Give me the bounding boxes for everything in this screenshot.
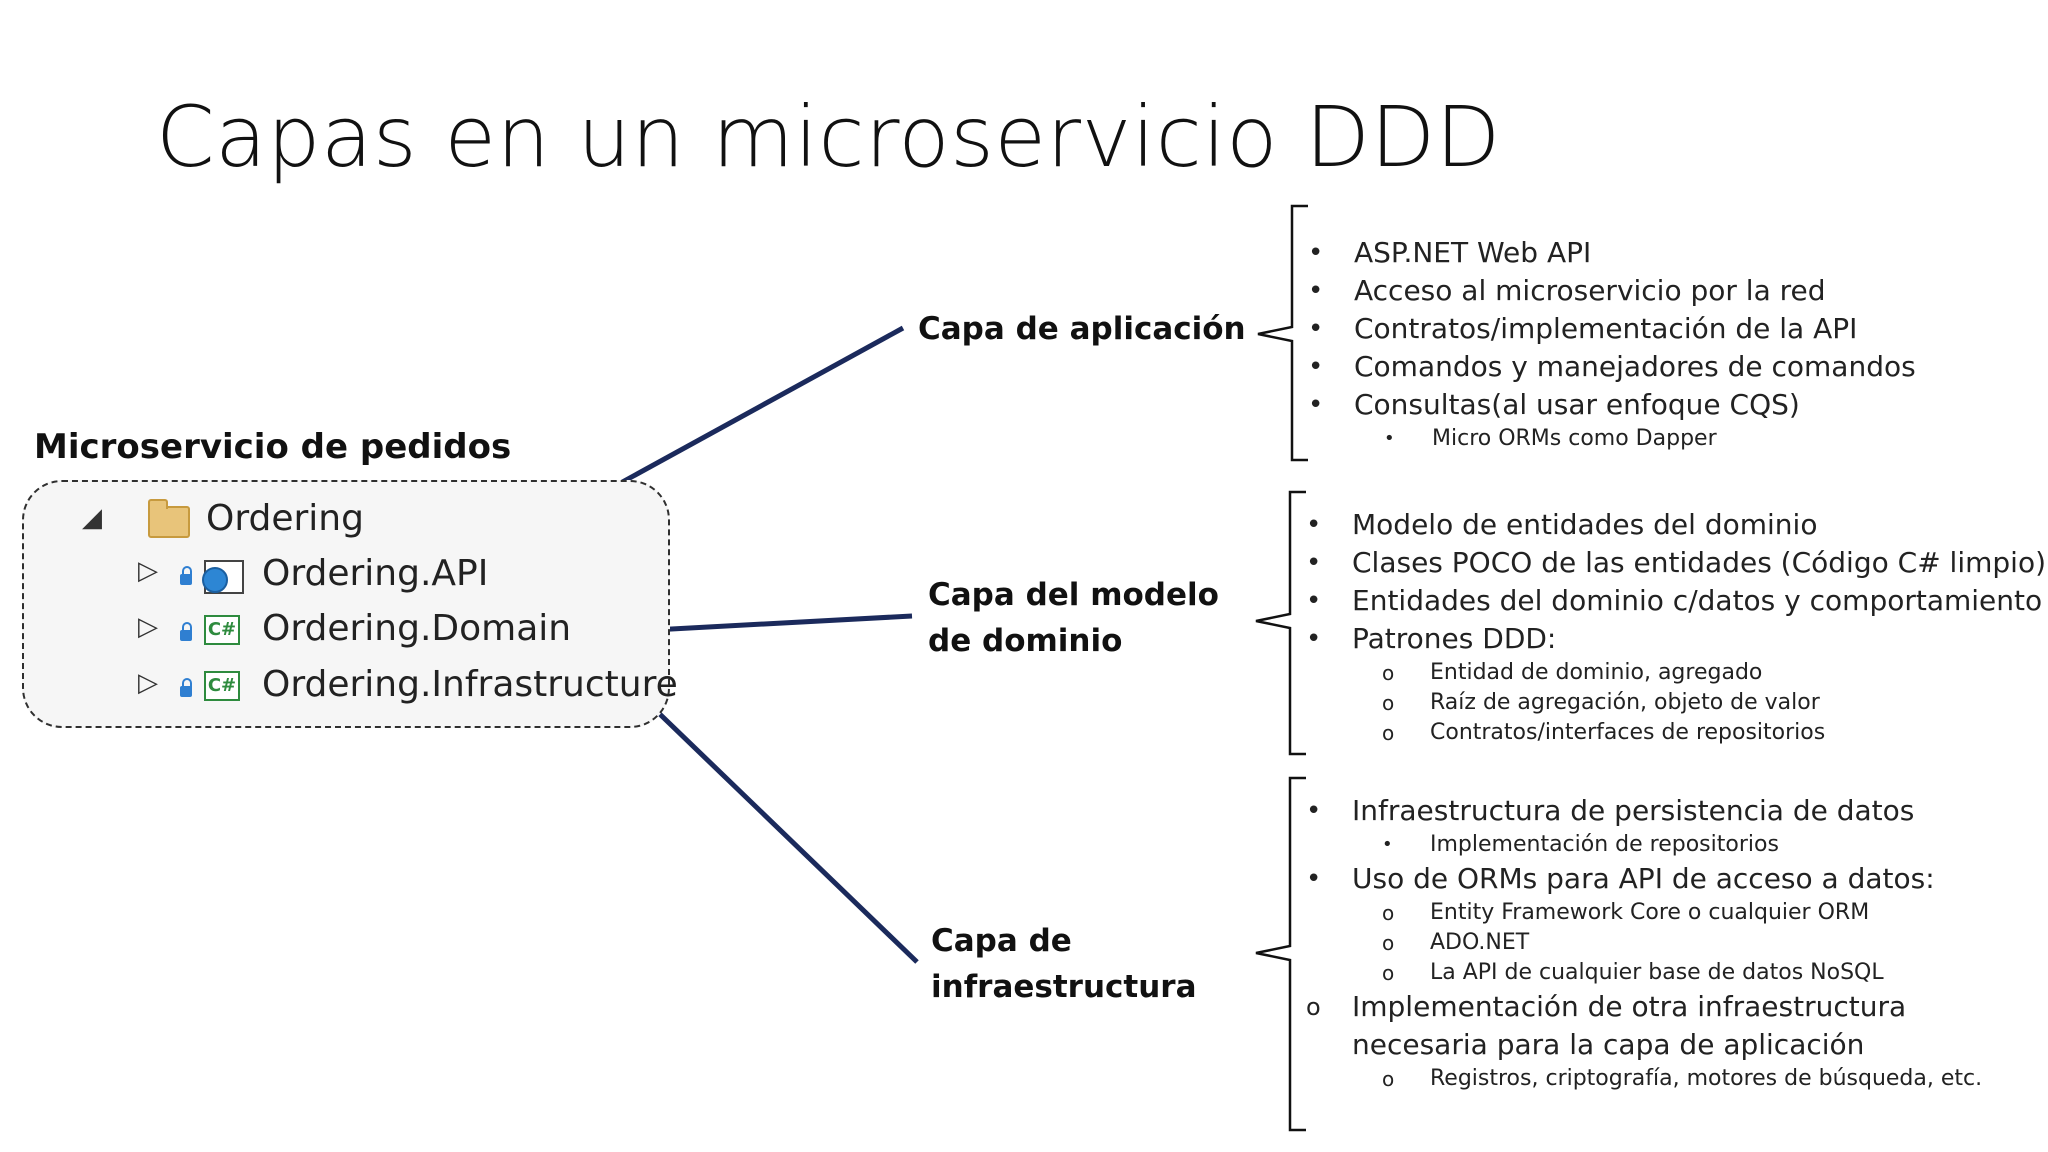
circle-bullet-icon: o (1382, 661, 1395, 685)
list-item-text: Uso de ORMs para API de acceso a datos: (1352, 862, 1935, 895)
label-infrastructure-layer: Capa de infraestructura (931, 918, 1197, 1010)
label-line: Capa de aplicación (918, 311, 1246, 347)
label-application-layer: Capa de aplicación (918, 306, 1246, 352)
list-item-text: Comandos y manejadores de comandos (1354, 350, 1916, 383)
expand-triangle-icon[interactable]: ▷ (138, 612, 158, 642)
bullet-icon: • (1308, 390, 1324, 420)
expand-triangle-icon[interactable]: ▷ (138, 668, 158, 698)
bullet-icon: • (1382, 834, 1393, 855)
tree-item-infrastructure[interactable]: Ordering.Infrastructure (262, 664, 678, 705)
infrastructure-layer-list: • Infraestructura de persistencia de dato… (1304, 792, 1982, 1094)
list-item-text: necesaria para la capa de aplicación (1352, 1028, 1865, 1061)
lock-icon (180, 622, 192, 641)
csharp-project-icon: C# (204, 615, 240, 645)
list-item-text: Entity Framework Core o cualquier ORM (1430, 900, 1870, 925)
list-item-text: Infraestructura de persistencia de datos (1352, 794, 1915, 827)
label-line: de dominio (928, 623, 1123, 659)
slide-title: Capas en un microservicio DDD (156, 88, 1501, 186)
list-item: • Entidades del dominio c/datos y comport… (1304, 582, 2046, 620)
list-subitem: o Entidad de dominio, agregado (1304, 658, 2046, 688)
application-layer-list: • ASP.NET Web API • Acceso al microservicio… (1306, 234, 1916, 454)
list-subitem: o Registros, criptografía, motores de bús… (1304, 1064, 1982, 1094)
list-item-text: Micro ORMs como Dapper (1432, 426, 1717, 451)
label-domain-layer: Capa del modelo de dominio (928, 572, 1219, 664)
list-item-text: ASP.NET Web API (1354, 236, 1592, 269)
brace-infrastructure (1255, 776, 1306, 1132)
bullet-icon: • (1308, 352, 1324, 382)
web-project-icon (202, 560, 244, 594)
collapse-triangle-icon[interactable]: ◢ (82, 503, 102, 533)
brace-application (1257, 204, 1308, 462)
circle-bullet-icon: o (1382, 721, 1395, 745)
bullet-icon: • (1306, 548, 1322, 578)
list-item: • Comandos y manejadores de comandos (1306, 348, 1916, 386)
list-item-text: Implementación de repositorios (1430, 832, 1779, 857)
bullet-icon: • (1384, 428, 1395, 449)
bullet-icon: • (1306, 796, 1322, 826)
bullet-icon: • (1308, 238, 1324, 268)
bullet-icon: • (1306, 624, 1322, 654)
list-item: • Contratos/implementación de la API (1306, 310, 1916, 348)
list-item: o Implementación de otra infraestructura (1304, 988, 1982, 1026)
list-subitem: o Raíz de agregación, objeto de valor (1304, 688, 2046, 718)
list-item-text: Clases POCO de las entidades (Código C# … (1352, 546, 2046, 579)
tree-root-label[interactable]: Ordering (206, 498, 364, 539)
arrow-to-infrastructure (638, 693, 919, 964)
list-item-text: Contratos/implementación de la API (1354, 312, 1858, 345)
list-item-text: Entidad de dominio, agregado (1430, 660, 1763, 685)
list-item: • Clases POCO de las entidades (Código C#… (1304, 544, 2046, 582)
bullet-icon: • (1306, 864, 1322, 894)
list-item-text: ADO.NET (1430, 930, 1530, 955)
list-item-text: Consultas(al usar enfoque CQS) (1354, 388, 1800, 421)
lock-icon (180, 566, 192, 585)
list-item: • Consultas(al usar enfoque CQS) (1306, 386, 1916, 424)
tree-item-domain[interactable]: Ordering.Domain (262, 608, 572, 649)
circle-bullet-icon: o (1382, 691, 1395, 715)
brace-domain (1255, 490, 1306, 756)
bullet-icon: • (1308, 314, 1324, 344)
list-item-text: Implementación de otra infraestructura (1352, 990, 1907, 1023)
circle-bullet-icon: o (1382, 931, 1395, 955)
folder-icon (148, 499, 190, 538)
list-item: • ASP.NET Web API (1306, 234, 1916, 272)
list-subitem: o Entity Framework Core o cualquier ORM (1304, 898, 1982, 928)
bullet-icon: • (1306, 586, 1322, 616)
list-item-text: Modelo de entidades del dominio (1352, 508, 1818, 541)
tree-item-api[interactable]: Ordering.API (262, 553, 489, 594)
domain-layer-list: • Modelo de entidades del dominio • Clases … (1304, 506, 2046, 748)
list-item-text: Registros, criptografía, motores de búsq… (1430, 1066, 1983, 1091)
label-line: Capa del modelo (928, 577, 1219, 613)
list-item-text: Patrones DDD: (1352, 622, 1557, 655)
list-subitem: o La API de cualquier base de datos NoSQL (1304, 958, 1982, 988)
circle-bullet-icon: o (1382, 901, 1395, 925)
list-item: • Patrones DDD: (1304, 620, 2046, 658)
lock-icon (180, 678, 192, 697)
circle-bullet-icon: o (1306, 993, 1321, 1021)
bullet-icon: • (1306, 510, 1322, 540)
list-subitem: • Micro ORMs como Dapper (1306, 424, 1916, 454)
list-item: • Acceso al microservicio por la red (1306, 272, 1916, 310)
list-item-text: Entidades del dominio c/datos y comporta… (1352, 584, 2043, 617)
csharp-project-icon: C# (204, 671, 240, 701)
list-subitem: o Contratos/interfaces de repositorios (1304, 718, 2046, 748)
list-item: necesaria para la capa de aplicación (1304, 1026, 1982, 1064)
list-item-text: Acceso al microservicio por la red (1354, 274, 1826, 307)
list-item-text: Contratos/interfaces de repositorios (1430, 720, 1826, 745)
bullet-icon: • (1308, 276, 1324, 306)
list-item: • Modelo de entidades del dominio (1304, 506, 2046, 544)
list-subitem: • Implementación de repositorios (1304, 830, 1982, 860)
list-item: • Infraestructura de persistencia de dato… (1304, 792, 1982, 830)
label-line: infraestructura (931, 969, 1197, 1005)
list-item: • Uso de ORMs para API de acceso a datos: (1304, 860, 1982, 898)
label-line: Capa de (931, 923, 1072, 959)
circle-bullet-icon: o (1382, 961, 1395, 985)
circle-bullet-icon: o (1382, 1067, 1395, 1091)
panel-title: Microservicio de pedidos (34, 427, 512, 467)
list-item-text: La API de cualquier base de datos NoSQL (1430, 960, 1884, 985)
globe-icon (202, 567, 228, 593)
expand-triangle-icon[interactable]: ▷ (138, 556, 158, 586)
list-subitem: o ADO.NET (1304, 928, 1982, 958)
list-item-text: Raíz de agregación, objeto de valor (1430, 690, 1820, 715)
solution-tree (22, 480, 670, 728)
